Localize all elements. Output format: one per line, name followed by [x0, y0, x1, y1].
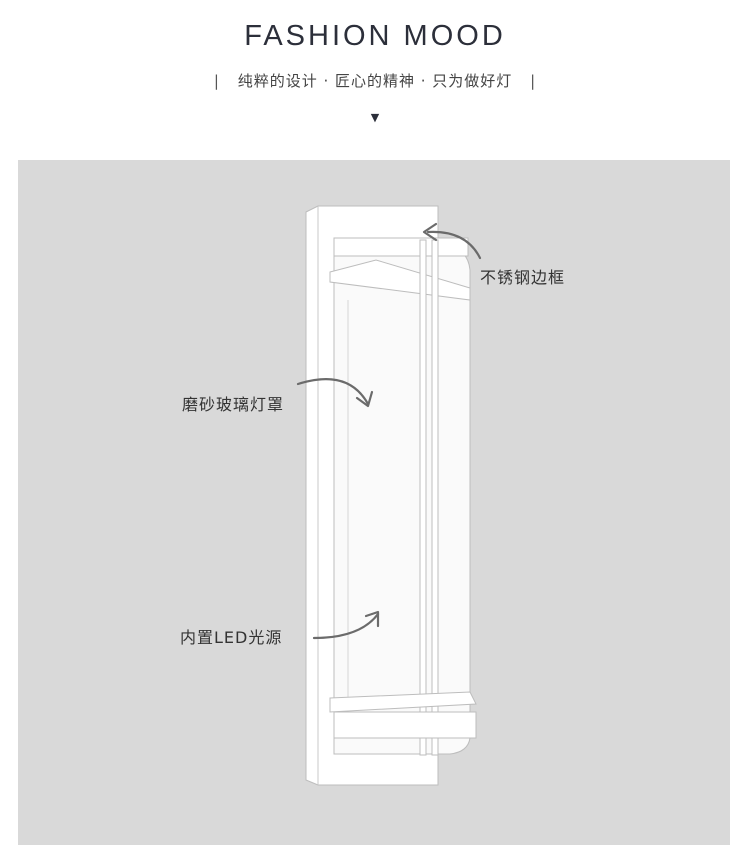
lamp-frame-rod-left [419, 239, 427, 756]
light-callout-arrow [312, 612, 380, 640]
callout-light-label: 内置LED光源 [180, 628, 283, 647]
lamp-frame-rod-right [431, 239, 439, 756]
lamp-top-cap [333, 237, 469, 257]
tagline-bar-right: | [530, 72, 537, 90]
product-illustration-panel: 不锈钢边框 磨砂玻璃灯罩 内置LED光源 [18, 160, 730, 845]
tagline-bar-left: | [213, 72, 220, 90]
down-triangle-icon: ▼ [370, 111, 380, 124]
tagline-text: 纯粹的设计 · 匠心的精神 · 只为做好灯 [237, 72, 513, 90]
lamp-bottom-cap [333, 711, 477, 739]
tagline-row: | 纯粹的设计 · 匠心的精神 · 只为做好灯 | [0, 70, 750, 91]
callout-shade-label: 磨砂玻璃灯罩 [182, 395, 285, 414]
lamp-glass-shade [333, 247, 471, 755]
lamp-bottom-bar [329, 691, 477, 713]
page-title: FASHION MOOD [244, 20, 506, 52]
shade-callout-arrow [296, 377, 370, 406]
callout-frame-label: 不锈钢边框 [480, 268, 566, 287]
wall-lamp-illustration [296, 205, 482, 786]
frame-callout-arrow [426, 230, 482, 260]
